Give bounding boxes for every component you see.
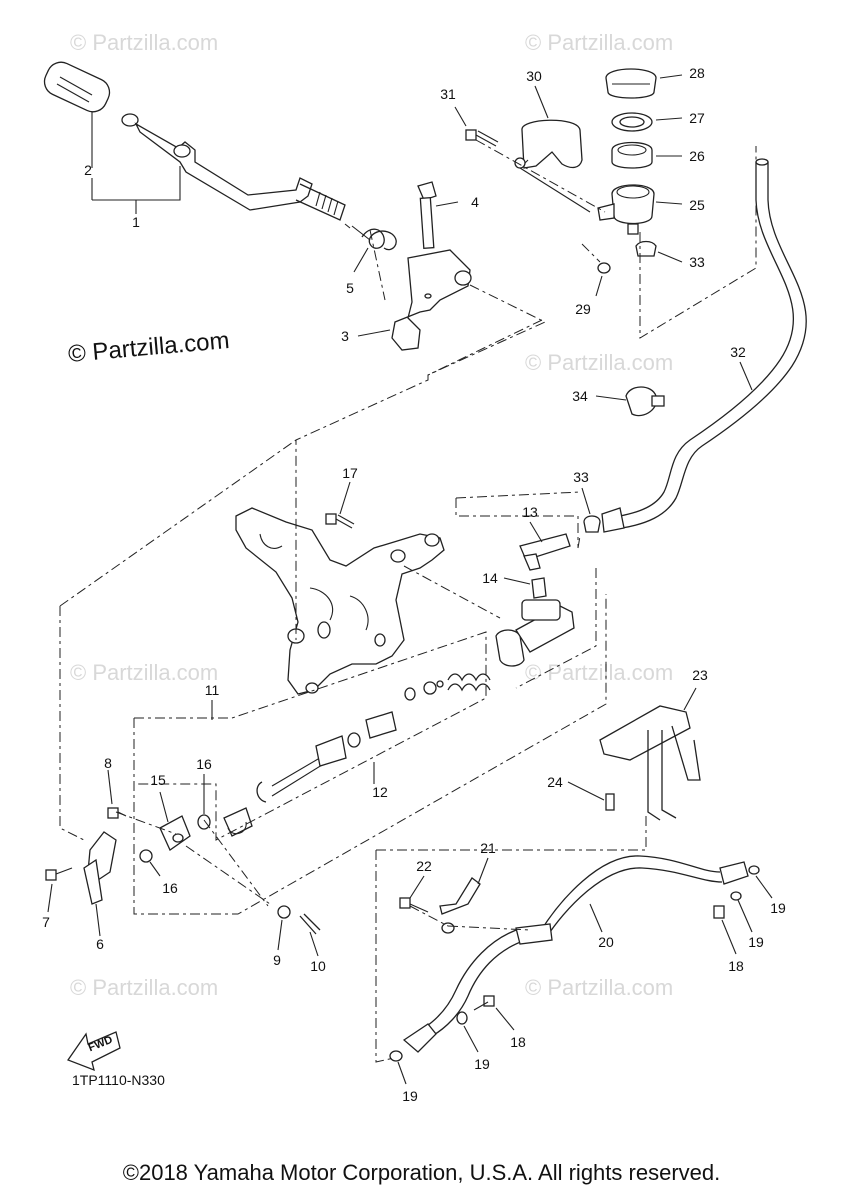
callout-2: 2 xyxy=(84,162,92,178)
master-cylinder xyxy=(495,533,575,667)
callout-19: 19 xyxy=(748,934,764,950)
callout-1: 1 xyxy=(132,214,140,230)
callout-24: 24 xyxy=(547,774,563,790)
leader-lines xyxy=(47,74,773,1085)
callout-3: 3 xyxy=(341,328,349,344)
callout-23: 23 xyxy=(692,667,708,683)
callout-14: 14 xyxy=(482,570,498,586)
callout-16: 16 xyxy=(162,880,178,896)
callout-30: 30 xyxy=(526,68,542,84)
callout-6: 6 xyxy=(96,936,104,952)
callout-27: 27 xyxy=(689,110,705,126)
callout-21: 21 xyxy=(480,840,496,856)
frame-bracket xyxy=(235,507,445,695)
callout-28: 28 xyxy=(689,65,705,81)
watermark: © Partzilla.com xyxy=(525,30,674,55)
callout-4: 4 xyxy=(471,194,479,210)
brake-hose xyxy=(389,855,760,1062)
pedal-bracket xyxy=(391,181,472,351)
callout-11: 11 xyxy=(204,682,220,698)
callout-7: 7 xyxy=(42,914,50,930)
callout-18: 18 xyxy=(510,1034,526,1050)
callout-5: 5 xyxy=(346,280,354,296)
callout-33: 33 xyxy=(689,254,705,270)
callout-12: 12 xyxy=(372,784,388,800)
callout-26: 26 xyxy=(689,148,705,164)
diagram-code: 1TP1110-N330 xyxy=(72,1072,165,1088)
reservoir xyxy=(465,68,657,274)
callout-29: 29 xyxy=(575,301,591,317)
callout-8: 8 xyxy=(104,755,112,771)
clevis-assembly xyxy=(45,807,321,935)
watermark: © Partzilla.com xyxy=(70,975,219,1000)
hose-bracket xyxy=(599,705,701,821)
callout-9: 9 xyxy=(273,952,281,968)
callout-20: 20 xyxy=(598,934,614,950)
callout-15: 15 xyxy=(150,772,166,788)
callout-32: 32 xyxy=(730,344,746,360)
callout-19: 19 xyxy=(770,900,786,916)
watermark: © Partzilla.com xyxy=(525,350,674,375)
watermark: © Partzilla.com xyxy=(525,660,674,685)
callout-22: 22 xyxy=(416,858,432,874)
callout-34: 34 xyxy=(572,388,588,404)
callout-33: 33 xyxy=(573,469,589,485)
callout-17: 17 xyxy=(342,465,358,481)
watermark: © Partzilla.com xyxy=(525,975,674,1000)
fwd-arrow xyxy=(66,1031,121,1072)
callout-25: 25 xyxy=(689,197,705,213)
brake-pedal xyxy=(43,61,346,221)
hose-clamp xyxy=(583,386,665,533)
callout-10: 10 xyxy=(310,958,326,974)
callout-31: 31 xyxy=(440,86,456,102)
callout-18: 18 xyxy=(728,958,744,974)
watermark: © Partzilla.com xyxy=(70,30,219,55)
copyright: ©2018 Yamaha Motor Corporation, U.S.A. A… xyxy=(122,1160,721,1185)
callout-16: 16 xyxy=(196,756,212,772)
callout-19: 19 xyxy=(474,1056,490,1072)
reservoir-hose xyxy=(601,158,807,533)
callout-19: 19 xyxy=(402,1088,418,1104)
piston-kit xyxy=(223,673,491,837)
callout-13: 13 xyxy=(522,504,538,520)
return-spring xyxy=(344,223,397,251)
guide-lines xyxy=(59,139,757,1063)
watermark: © Partzilla.com xyxy=(70,660,219,685)
